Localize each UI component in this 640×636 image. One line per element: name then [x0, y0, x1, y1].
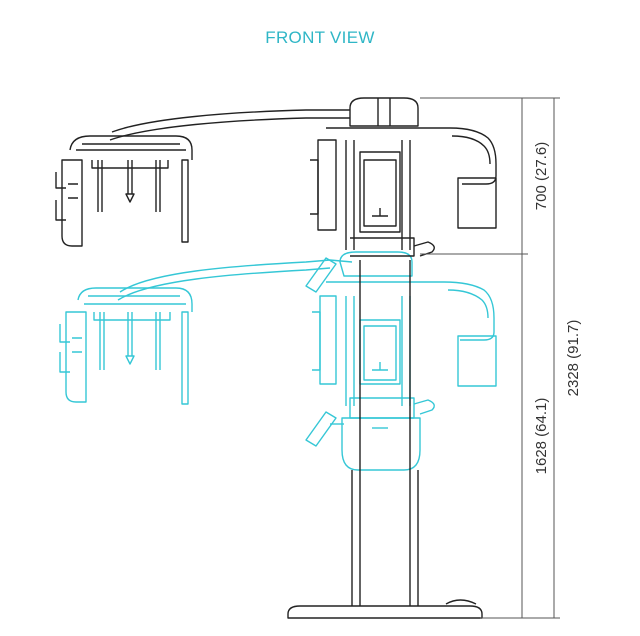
- raised-unit-outline: [55, 97, 497, 619]
- lowered-unit-outline: [59, 251, 497, 471]
- dimension-lower-label: 1628 (64.1): [533, 398, 550, 475]
- dimension-total-label: 2328 (91.7): [565, 320, 582, 397]
- dimension-lines: [420, 97, 560, 619]
- diagram-title: FRONT VIEW: [265, 28, 375, 47]
- dimension-upper-label: 700 (27.6): [533, 142, 550, 210]
